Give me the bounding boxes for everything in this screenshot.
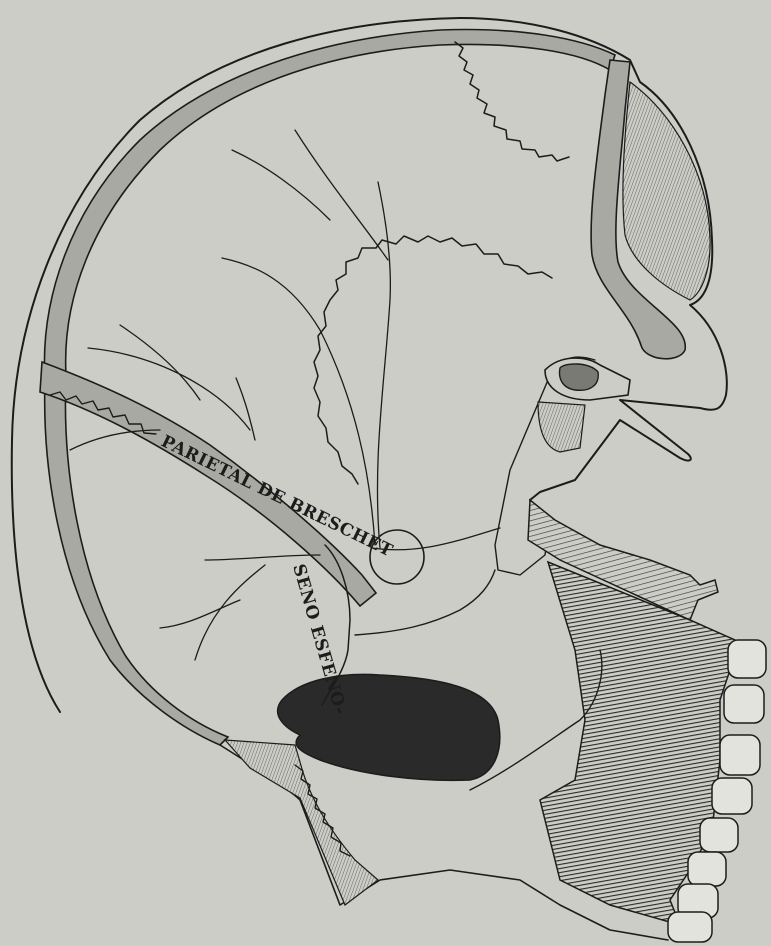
sphenoid-wing	[538, 402, 585, 452]
vessel-branch	[295, 130, 388, 260]
vault-band-top	[44, 30, 615, 380]
coronal-suture	[455, 42, 569, 161]
lacrimal-fossa	[560, 364, 599, 390]
squamous-suture	[314, 236, 552, 484]
vessel-branch	[377, 182, 390, 548]
vessel-branch	[160, 600, 240, 628]
tooth	[720, 735, 760, 775]
tooth	[728, 640, 766, 678]
vessel-branch	[205, 555, 320, 560]
vessel-branch	[236, 378, 255, 440]
tooth	[668, 912, 712, 942]
vessel-branch	[195, 565, 265, 660]
frontal-bone-shading	[623, 82, 710, 300]
vessel-branches	[70, 130, 500, 660]
dark-cavity	[278, 674, 500, 780]
tooth	[724, 685, 764, 723]
tooth	[700, 818, 738, 852]
meningeal-groove	[40, 362, 376, 606]
label-parietal-breschet: PARIETAL DE BRESCHET	[158, 432, 396, 562]
tooth	[712, 778, 752, 814]
tooth	[688, 852, 726, 886]
vessel-branch	[120, 325, 200, 400]
skull-base-line	[355, 570, 495, 635]
